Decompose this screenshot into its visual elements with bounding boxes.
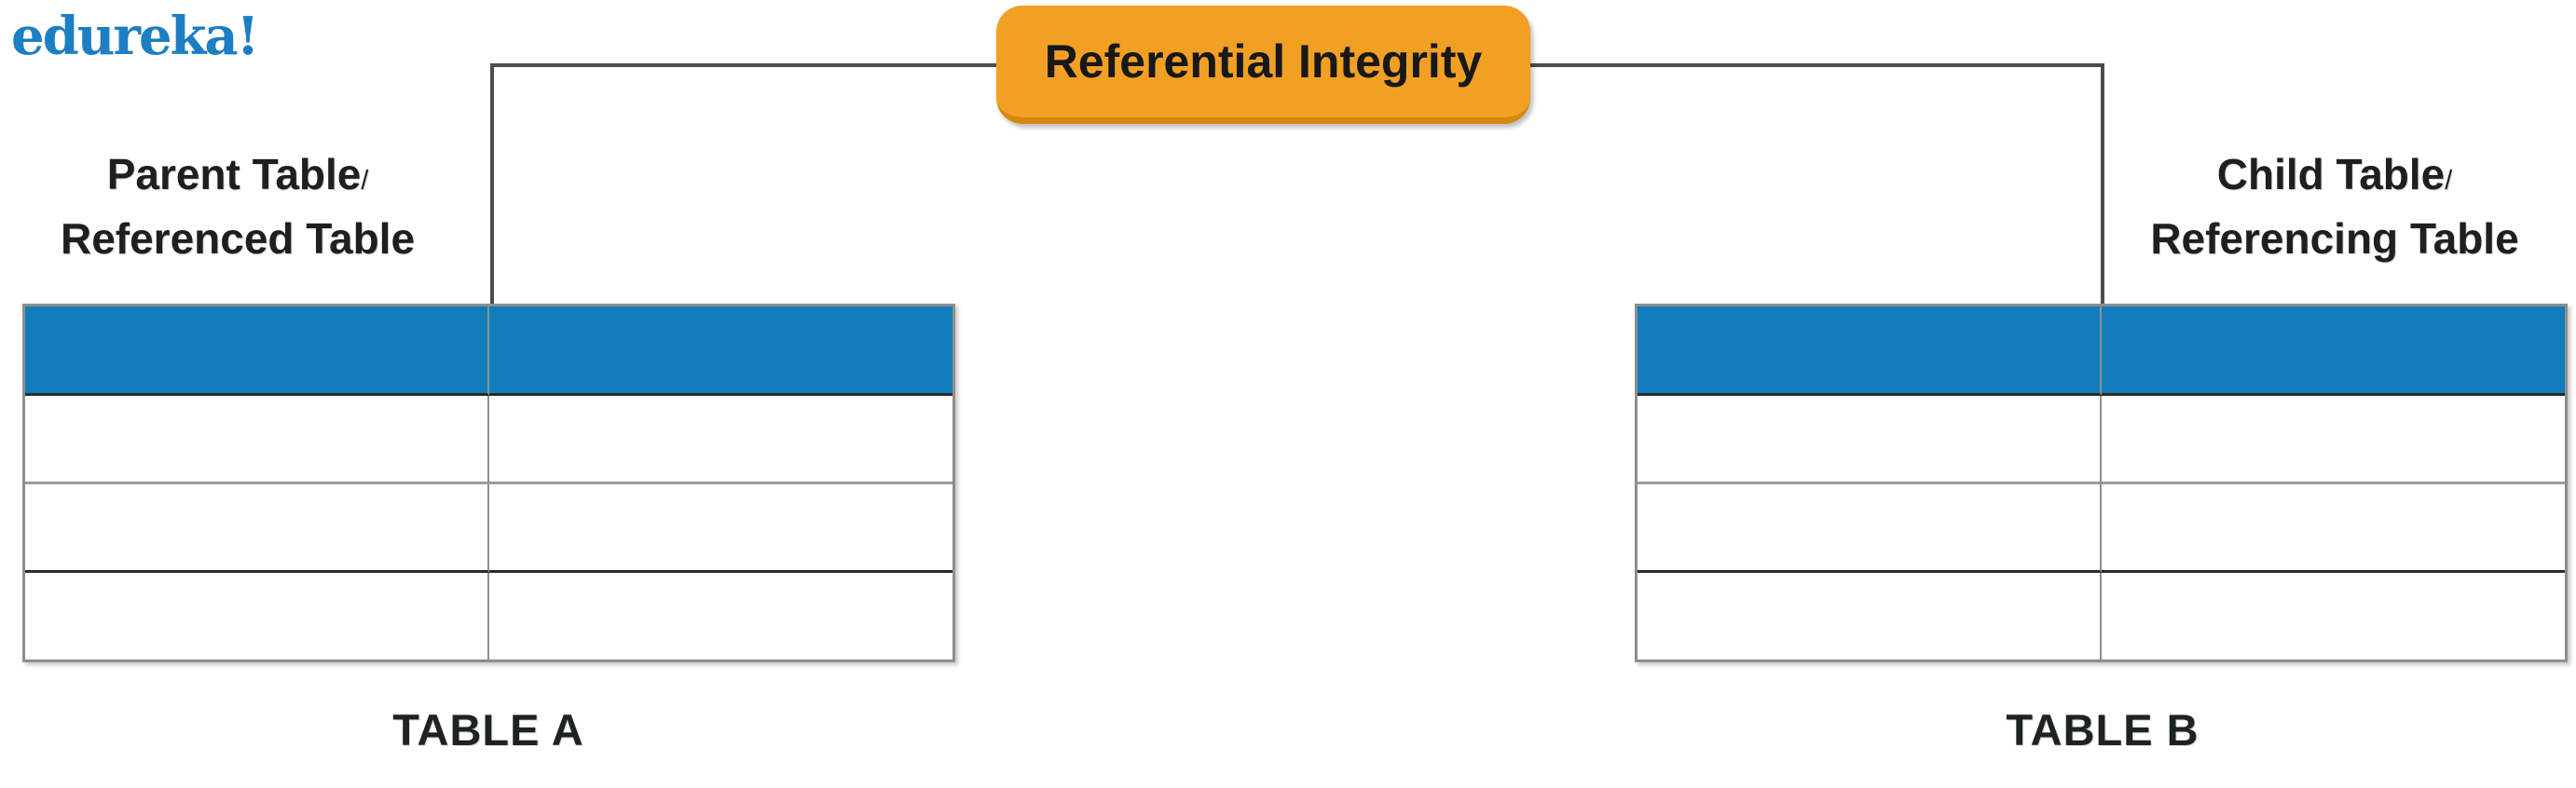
table-a-body-cell: [25, 483, 489, 574]
slash-glyph: /: [361, 166, 369, 196]
table-a-body-cell: [25, 396, 489, 484]
referential-integrity-box: Referential Integrity: [996, 6, 1530, 124]
table-b-header-cell: [2101, 306, 2565, 397]
connector-right-horizontal: [1528, 63, 2104, 67]
child-table-label-line2: Referencing Table: [2150, 214, 2519, 263]
table-b-caption: TABLE B: [2006, 705, 2199, 754]
table-b: [1635, 304, 2568, 662]
table-a-body-cell: [25, 573, 489, 659]
table-a: [22, 304, 955, 662]
parent-table-label: Parent Table/ Referenced Table: [19, 145, 457, 267]
table-a-header-cell: [488, 306, 952, 397]
table-b-body-cell: [1637, 396, 2102, 484]
connector-right-vertical: [2101, 63, 2104, 304]
diagram-title: Referential Integrity: [1044, 35, 1483, 88]
table-b-body-cell: [2101, 483, 2565, 574]
connector-left-vertical: [490, 63, 494, 304]
child-table-label: Child Table/ Referencing Table: [2116, 145, 2554, 267]
table-b-body-cell: [1637, 573, 2102, 659]
table-b-body-cell: [1637, 483, 2102, 574]
table-a-body-cell: [488, 573, 952, 659]
table-b-body-cell: [2101, 396, 2565, 484]
table-a-header-cell: [25, 306, 489, 397]
connector-left-horizontal: [490, 63, 1000, 67]
child-table-label-line1: Child Table/: [2216, 150, 2453, 198]
slash-glyph: /: [2445, 166, 2453, 196]
parent-table-label-line2: Referenced Table: [60, 214, 416, 263]
table-a-body-cell: [488, 483, 952, 574]
table-b-header-cell: [1637, 306, 2102, 397]
parent-table-label-line1: Parent Table/: [106, 150, 369, 198]
table-a-body-cell: [488, 396, 952, 484]
edureka-logo: edureka!: [11, 6, 259, 67]
table-a-caption: TABLE A: [392, 705, 584, 754]
table-b-body-cell: [2101, 573, 2565, 659]
